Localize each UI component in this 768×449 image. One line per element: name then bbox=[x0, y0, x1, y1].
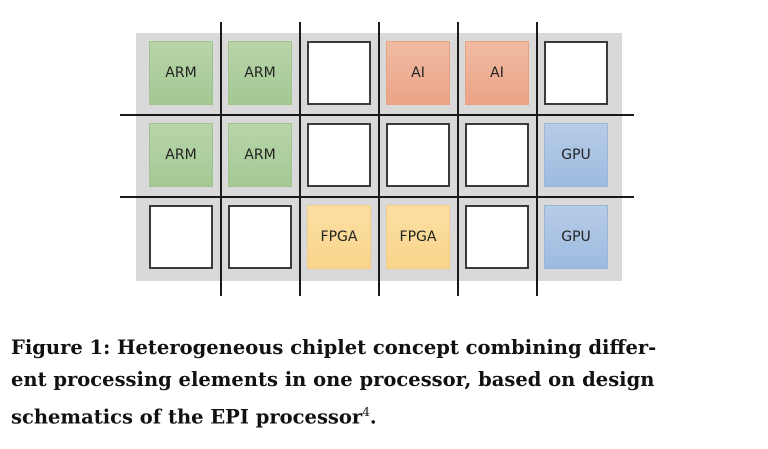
caption-line-1: Figure 1: Heterogeneous chiplet concept … bbox=[11, 336, 657, 359]
chiplet-gpu-r3c6: GPU bbox=[544, 205, 608, 269]
grid-line-vertical bbox=[299, 22, 301, 296]
chiplet-ai-r1c5: AI bbox=[465, 41, 529, 105]
chiplet-empty-r1c6 bbox=[544, 41, 608, 105]
caption-period: . bbox=[369, 405, 377, 429]
chiplet-ai-r1c4: AI bbox=[386, 41, 450, 105]
chiplet-arm-r1c2: ARM bbox=[228, 41, 292, 105]
chiplet-empty-r2c3 bbox=[307, 123, 371, 187]
caption-text: schematics of the EPI processor bbox=[11, 405, 363, 429]
chiplet-empty-r2c5 bbox=[465, 123, 529, 187]
chiplet-empty-r3c2 bbox=[228, 205, 292, 269]
caption-line-2: ent processing elements in one processor… bbox=[11, 368, 655, 391]
grid-line-vertical bbox=[457, 22, 459, 296]
grid-line-horizontal bbox=[120, 114, 634, 116]
chiplet-arm-r2c2: ARM bbox=[228, 123, 292, 187]
chiplet-empty-r1c3 bbox=[307, 41, 371, 105]
chiplet-fpga-r3c4: FPGA bbox=[386, 205, 450, 269]
chiplet-fpga-r3c3: FPGA bbox=[307, 205, 371, 269]
chiplet-arm-r2c1: ARM bbox=[149, 123, 213, 187]
chiplet-empty-r3c1 bbox=[149, 205, 213, 269]
grid-line-vertical bbox=[536, 22, 538, 296]
figure-caption: Figure 1: Heterogeneous chiplet concept … bbox=[11, 332, 751, 434]
grid-line-horizontal bbox=[120, 196, 634, 198]
caption-line-3: schematics of the EPI processor4. bbox=[11, 396, 751, 434]
footnote-marker: 4 bbox=[362, 405, 370, 419]
chiplet-gpu-r2c6: GPU bbox=[544, 123, 608, 187]
grid-line-vertical bbox=[220, 22, 222, 296]
grid-line-vertical bbox=[378, 22, 380, 296]
chiplet-empty-r2c4 bbox=[386, 123, 450, 187]
chiplet-arm-r1c1: ARM bbox=[149, 41, 213, 105]
chiplet-empty-r3c5 bbox=[465, 205, 529, 269]
